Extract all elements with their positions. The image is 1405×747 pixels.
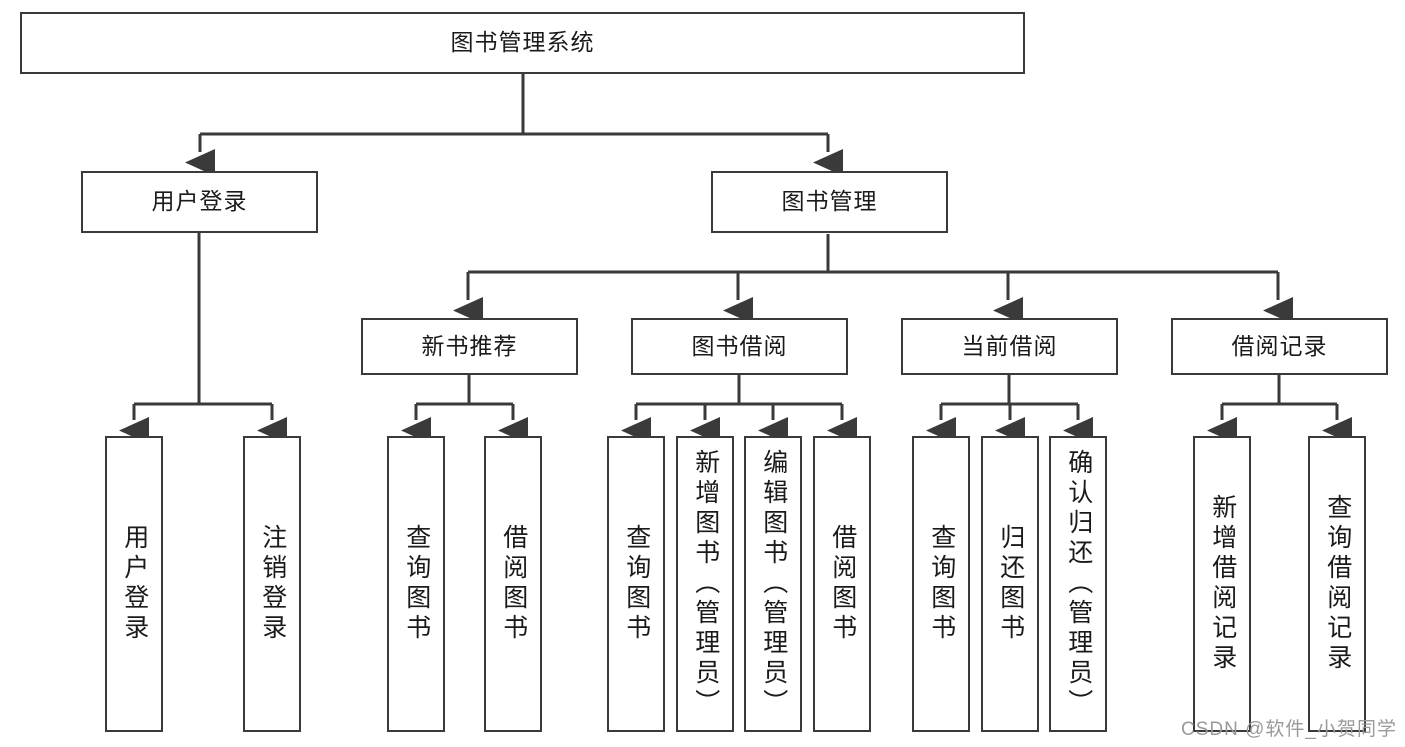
leaf-borrow-book-newbook[interactable]: 借阅图书: [484, 436, 542, 732]
leaf-query-book-borrow-label: 查询图书: [622, 524, 651, 644]
leaf-query-borrow-record-label: 查询借阅记录: [1323, 494, 1352, 674]
node-book-management[interactable]: 图书管理: [711, 171, 948, 233]
leaf-return-book-label: 归还图书: [996, 524, 1025, 644]
leaf-user-login-label: 用户登录: [120, 524, 149, 644]
leaf-add-borrow-record[interactable]: 新增借阅记录: [1193, 436, 1251, 732]
csdn-watermark: CSDN @软件_小贺同学: [1181, 719, 1397, 740]
node-borrow-records[interactable]: 借阅记录: [1171, 318, 1388, 375]
leaf-query-book-borrow[interactable]: 查询图书: [607, 436, 665, 732]
leaf-borrow-book-newbook-label: 借阅图书: [499, 524, 528, 644]
leaf-confirm-return-admin-label: 确认归还（管理员）: [1064, 449, 1093, 719]
leaf-add-book-admin-label: 新增图书（管理员）: [691, 449, 720, 719]
leaf-user-login[interactable]: 用户登录: [105, 436, 163, 732]
leaf-logout-label: 注销登录: [258, 524, 287, 644]
leaf-borrow-book[interactable]: 借阅图书: [813, 436, 871, 732]
leaf-query-borrow-record[interactable]: 查询借阅记录: [1308, 436, 1366, 732]
node-book-management-label: 图书管理: [781, 188, 878, 215]
node-user-login-label: 用户登录: [151, 188, 248, 215]
node-user-login[interactable]: 用户登录: [81, 171, 318, 233]
node-new-book-recommend[interactable]: 新书推荐: [361, 318, 578, 375]
node-current-borrow[interactable]: 当前借阅: [901, 318, 1118, 375]
node-book-borrow-label: 图书借阅: [691, 332, 788, 359]
node-root-label: 图书管理系统: [450, 29, 595, 56]
leaf-borrow-book-label: 借阅图书: [828, 524, 857, 644]
leaf-edit-book-admin-label: 编辑图书（管理员）: [759, 449, 788, 719]
leaf-query-book-current[interactable]: 查询图书: [912, 436, 970, 732]
leaf-query-book-newbook[interactable]: 查询图书: [387, 436, 445, 732]
leaf-query-book-newbook-label: 查询图书: [402, 524, 431, 644]
node-borrow-records-label: 借阅记录: [1231, 332, 1328, 359]
leaf-return-book[interactable]: 归还图书: [981, 436, 1039, 732]
node-new-book-recommend-label: 新书推荐: [421, 332, 518, 359]
leaf-confirm-return-admin[interactable]: 确认归还（管理员）: [1049, 436, 1107, 732]
leaf-query-book-current-label: 查询图书: [927, 524, 956, 644]
leaf-edit-book-admin[interactable]: 编辑图书（管理员）: [744, 436, 802, 732]
node-current-borrow-label: 当前借阅: [961, 332, 1058, 359]
leaf-logout[interactable]: 注销登录: [243, 436, 301, 732]
leaf-add-book-admin[interactable]: 新增图书（管理员）: [676, 436, 734, 732]
node-book-borrow[interactable]: 图书借阅: [631, 318, 848, 375]
leaf-add-borrow-record-label: 新增借阅记录: [1208, 494, 1237, 674]
node-root[interactable]: 图书管理系统: [20, 12, 1025, 74]
